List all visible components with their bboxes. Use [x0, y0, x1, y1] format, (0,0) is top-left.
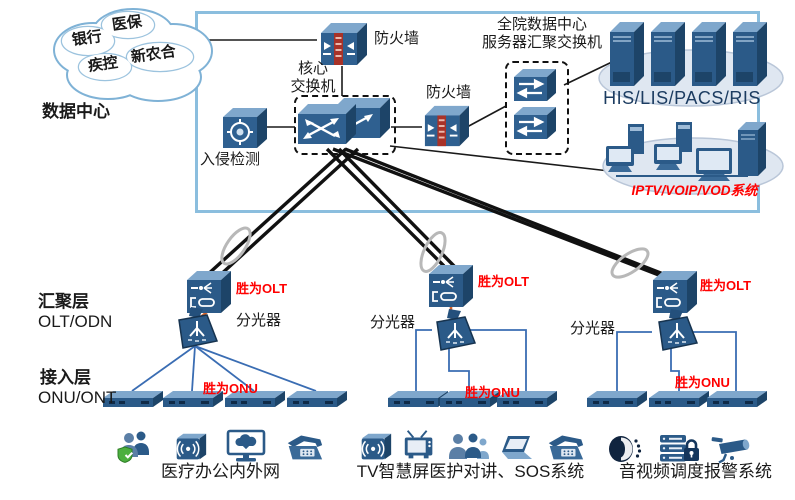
telephone-icon [544, 430, 586, 464]
core-switch-device [298, 98, 390, 144]
onu-label: 胜为ONU [203, 381, 258, 396]
medical-staff-icon [446, 430, 490, 464]
section-aggregation-label: 汇聚层 [38, 292, 89, 311]
splitter-device [658, 309, 699, 351]
splitter-device [178, 307, 219, 349]
core-switch-group-box [294, 95, 396, 155]
external-network-cloud [53, 8, 213, 102]
olt-device [429, 265, 473, 307]
storage-lock-icon [656, 432, 700, 466]
core-switch-label: 核心 交换机 [278, 60, 348, 96]
iptv-cluster-group [602, 122, 784, 195]
onu-device [649, 391, 709, 407]
splitter-device [436, 309, 477, 351]
terminal-group-label: TV智慧屏医护对讲、SOS系统 [356, 462, 585, 481]
onu-device [225, 391, 285, 407]
olt-device [187, 271, 231, 313]
splitter-label: 分光器 [236, 312, 282, 329]
server-agg-label: 全院数据中心 服务器汇聚交换机 [462, 16, 622, 52]
wireless-ap-icon [171, 430, 209, 464]
server-agg-switch-box [505, 61, 569, 155]
agg-switch-device [514, 107, 556, 139]
section-datacenter-label: 数据中心 [42, 102, 110, 121]
olt-device [653, 271, 697, 313]
onu-device [163, 391, 223, 407]
tv-icon [401, 428, 439, 464]
olt-label: 胜为OLT [700, 278, 752, 293]
olt-label: 胜为OLT [236, 281, 288, 296]
core-switch-label-line2: 交换机 [290, 78, 336, 95]
terminal-icons-av-alarm [600, 426, 760, 466]
onu-label: 胜为ONU [465, 385, 520, 400]
onu-device [587, 391, 647, 407]
splitter-label: 分光器 [570, 320, 616, 337]
onu-device [440, 391, 500, 407]
speaker-icon [605, 432, 645, 466]
user-shield-icon [116, 428, 156, 464]
fiber-coil-icon [419, 231, 447, 273]
server-agg-label-line1: 全院数据中心 [496, 16, 587, 33]
terminal-group-label: 音视频调度报警系统 [619, 462, 772, 481]
terminal-icons-medical-office [108, 424, 333, 464]
section-oltodn-label: OLT/ODN [38, 312, 113, 331]
onu-device [287, 391, 347, 407]
olt-label: 胜为OLT [478, 274, 530, 289]
telephone-icon [283, 430, 325, 464]
firewall-device [321, 23, 367, 65]
his-servers-group [598, 22, 784, 107]
onu-label: 胜为ONU [675, 375, 730, 390]
monitor-cloud-icon [224, 428, 268, 464]
firewall-inner-device [424, 105, 469, 147]
terminal-group-label: 医疗办公内外网 [161, 462, 280, 481]
iptv-label: IPTV/VOIP/VOD系统 [631, 183, 758, 198]
server-agg-label-line2: 服务器汇聚交换机 [481, 34, 602, 51]
onu-device [497, 391, 557, 407]
onu-device [103, 391, 163, 407]
section-onuont-label: ONU/ONT [38, 388, 117, 407]
intrusion-detection-device [223, 108, 267, 148]
core-switch-label-line1: 核心 [297, 60, 328, 77]
fiber-coil-icon [220, 226, 252, 266]
terminal-icons-tv-sos [352, 424, 590, 464]
intrusion-detection-label: 入侵检测 [200, 151, 261, 168]
onu-device [707, 391, 767, 407]
wireless-ap-icon [356, 430, 394, 464]
splitter-label: 分光器 [370, 314, 416, 331]
camera-icon [711, 432, 755, 466]
fiber-coil-icon [610, 247, 650, 279]
his-servers-label: HIS/LIS/PACS/RIS [603, 88, 761, 108]
datacenter-border-box [195, 11, 760, 213]
agg-switch-device [514, 69, 556, 101]
firewall-inner-label: 防火墙 [426, 84, 472, 101]
laptop-icon [497, 432, 537, 464]
section-access-label: 接入层 [40, 368, 91, 387]
firewall-top-label: 防火墙 [374, 30, 420, 47]
